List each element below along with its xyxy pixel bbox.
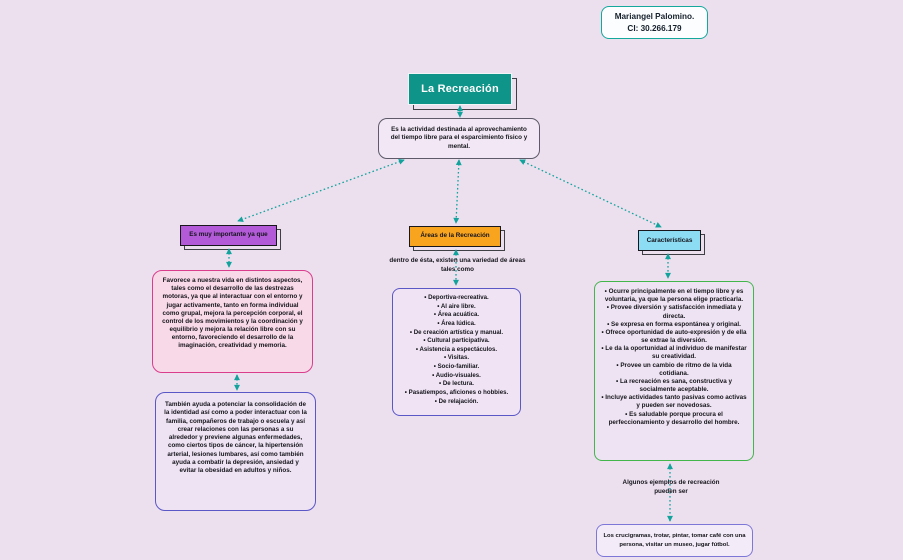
characteristics-header-label: Características xyxy=(646,236,693,244)
importance-header-label: Es muy importante ya que xyxy=(189,231,268,239)
characteristics-list-node: • Ocurre principalmente en el tiempo lib… xyxy=(594,281,754,461)
connector-definition-characteristics xyxy=(519,159,662,228)
title-node: La Recreación xyxy=(408,73,517,110)
importance-benefits-text: Favorece a nuestra vida en distintos asp… xyxy=(162,277,303,350)
areas-header-node: Áreas de la Recreación xyxy=(409,226,505,251)
examples-node: Los crucigramas, trotar, pintar, tomar c… xyxy=(596,524,753,557)
author-id: CI: 30.266.179 xyxy=(627,23,682,33)
characteristics-header-node: Características xyxy=(638,230,705,255)
definition-node: Es la actividad destinada al aprovechami… xyxy=(378,118,540,159)
examples-text: Los crucigramas, trotar, pintar, tomar c… xyxy=(603,533,746,548)
author-name: Mariangel Palomino. xyxy=(614,12,695,22)
importance-identity-node: También ayuda a potenciar la consolidaci… xyxy=(155,392,316,511)
areas-header-label: Áreas de la Recreación xyxy=(420,232,490,240)
importance-benefits-node: Favorece a nuestra vida en distintos asp… xyxy=(152,270,313,373)
areas-list-node: • Deportiva-recreativa. • Al aire libre.… xyxy=(392,288,521,416)
connector-definition-areas xyxy=(453,159,462,224)
map-title: La Recreación xyxy=(421,83,499,95)
definition-text: Es la actividad destinada al aprovechami… xyxy=(390,125,528,150)
importance-identity-text: También ayuda a potenciar la consolidaci… xyxy=(164,401,307,475)
importance-header-node: Es muy importante ya que xyxy=(180,225,281,250)
author-card: Mariangel Palomino. CI: 30.266.179 xyxy=(601,6,708,39)
areas-intro-text: dentro de ésta, existen una variedad de … xyxy=(389,257,526,273)
connector-definition-importance xyxy=(237,158,405,223)
examples-label-text: Algunos ejemplos de recreación pueden se… xyxy=(622,479,720,495)
